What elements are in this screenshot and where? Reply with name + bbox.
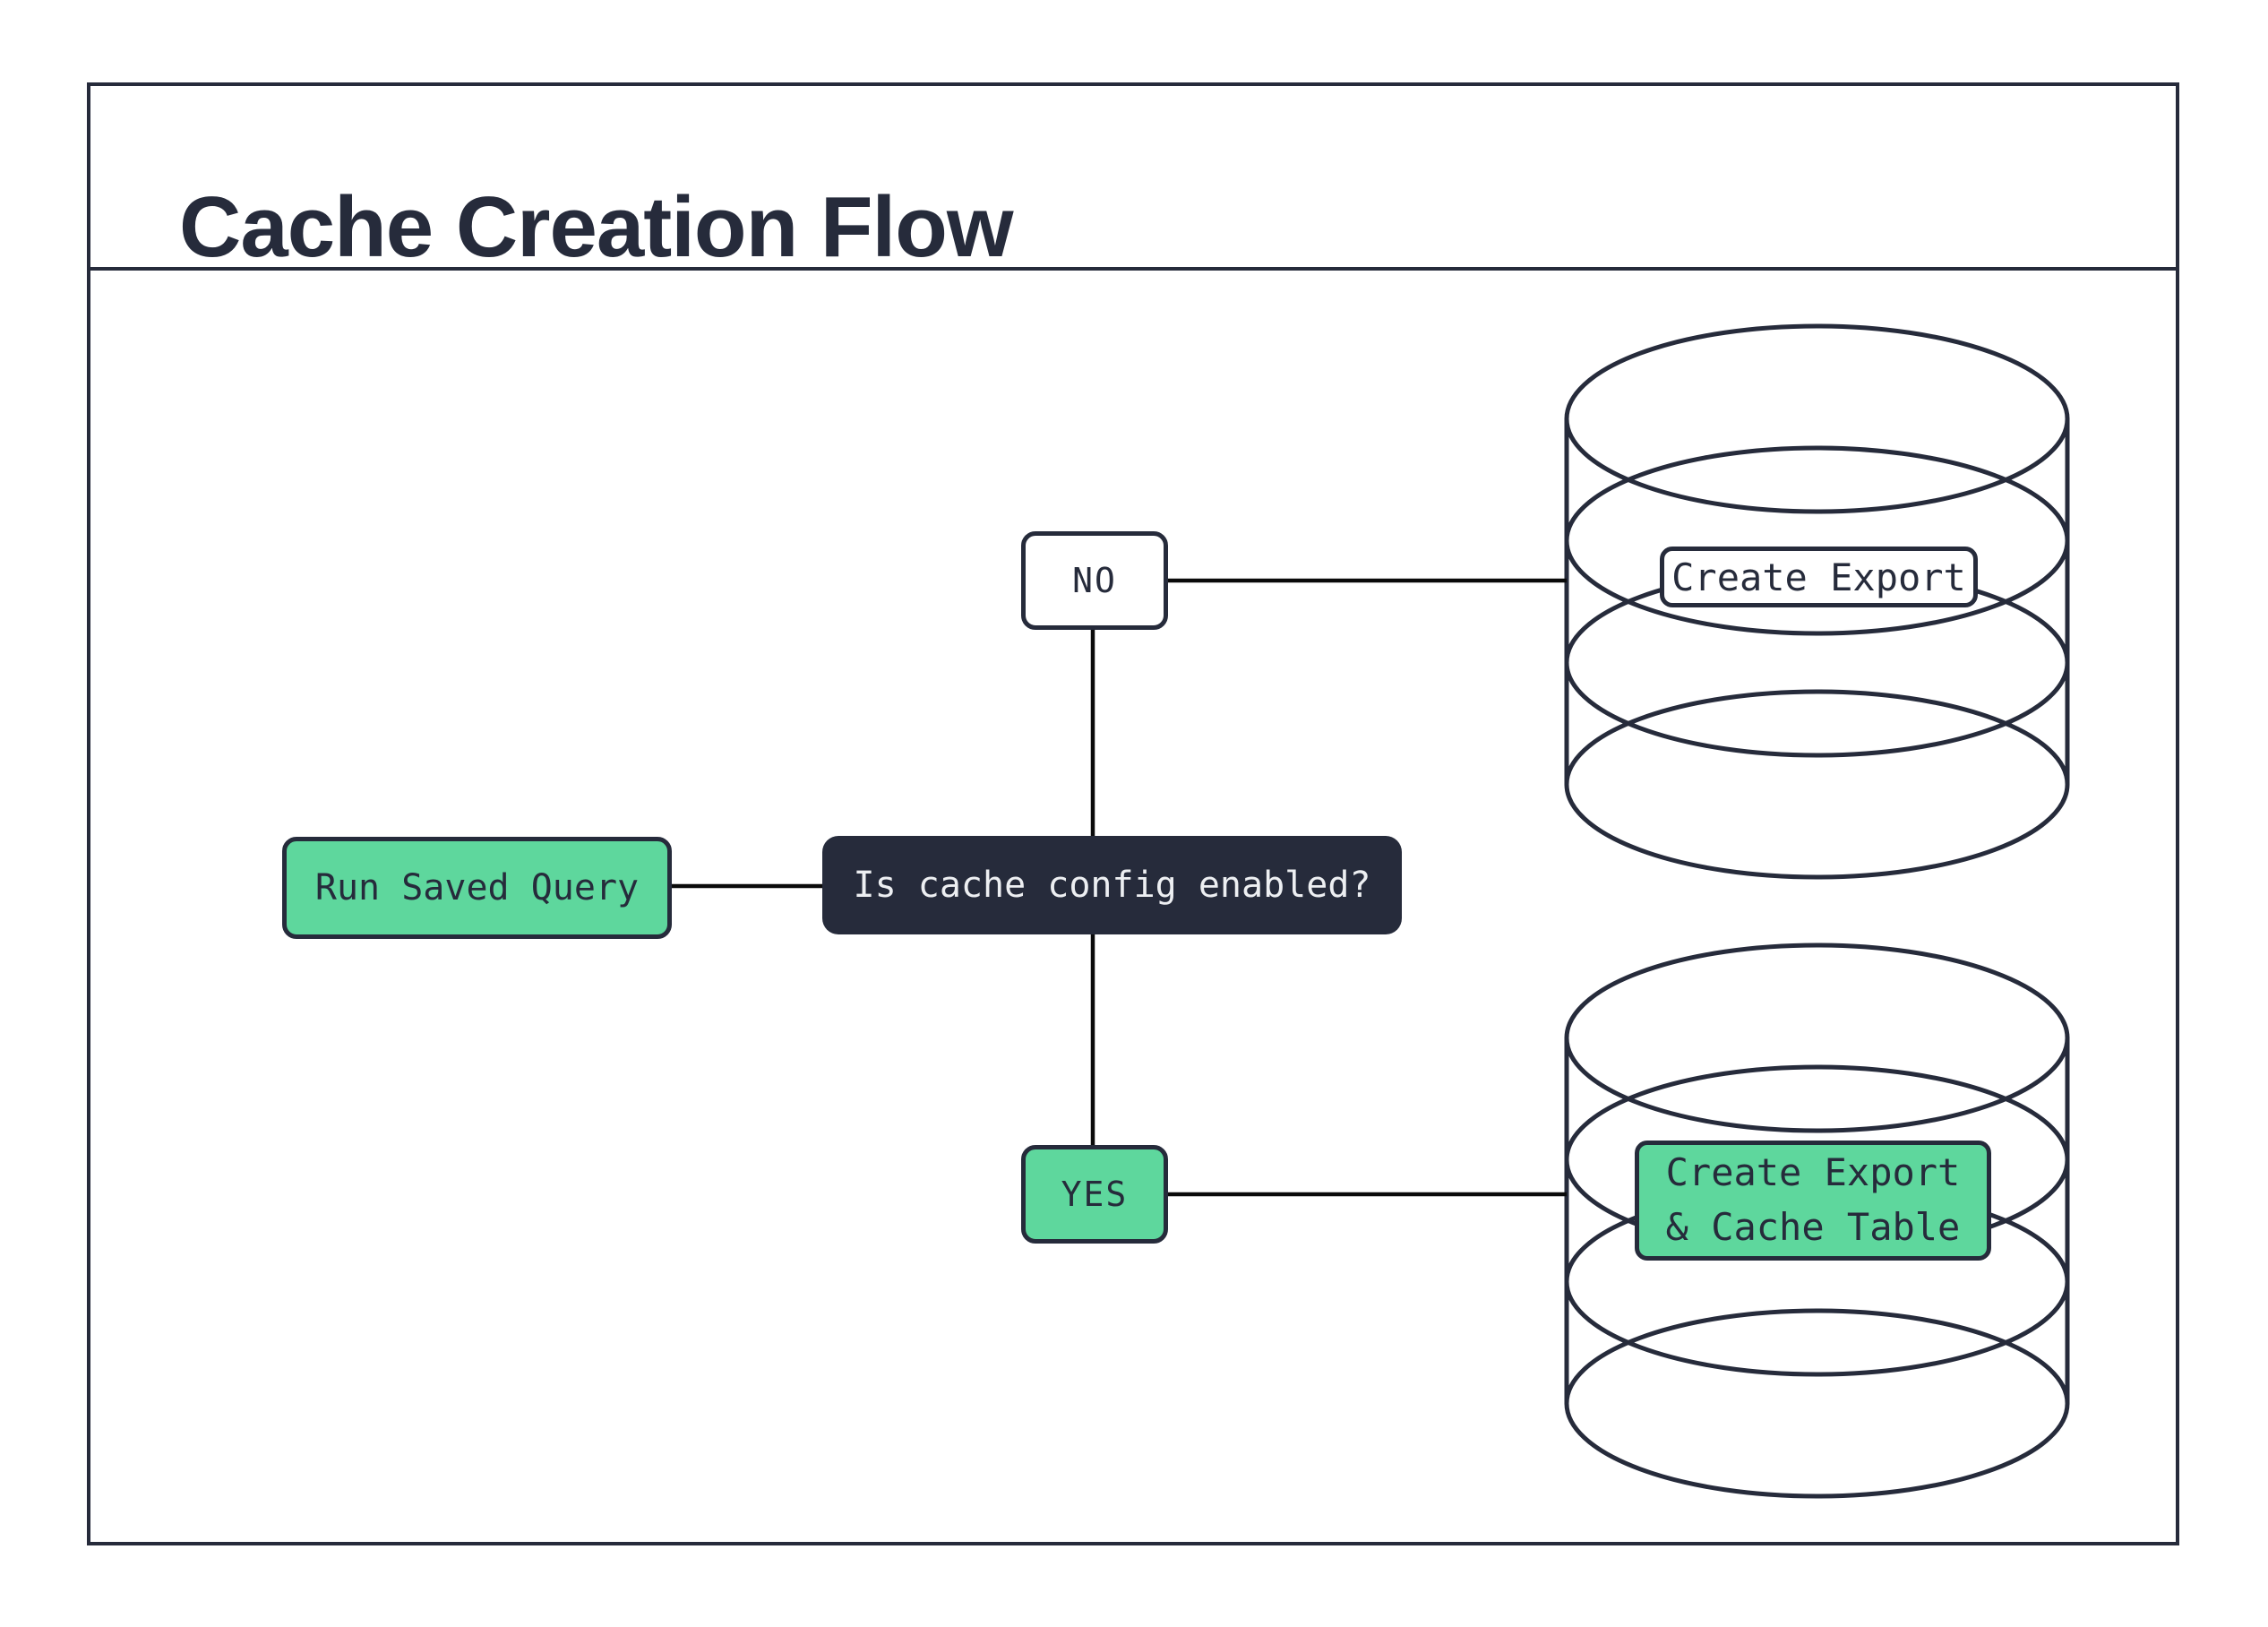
- node-label: Run Saved Query: [314, 867, 640, 908]
- node-label: Is cache config enabled?: [853, 865, 1371, 906]
- node-label: NO: [1072, 561, 1117, 600]
- node-label: Create Export & Cache Table: [1666, 1146, 1961, 1255]
- node-decision-cache-config: Is cache config enabled?: [822, 836, 1402, 934]
- node-run-saved-query: Run Saved Query: [282, 837, 672, 939]
- node-yes-branch: YES: [1021, 1145, 1168, 1244]
- title-divider: [87, 267, 2179, 271]
- cylinder-disc: [1564, 689, 2070, 880]
- cylinder-disc: [1564, 323, 2070, 514]
- node-label: Create Export: [1671, 555, 1966, 599]
- node-label-line-2: & Cache Table: [1665, 1205, 1961, 1249]
- node-label-line-1: Create Export: [1665, 1150, 1961, 1195]
- node-create-export: Create Export: [1660, 547, 1978, 607]
- database-cylinder-bottom: [1564, 943, 2070, 1499]
- cylinder-disc: [1564, 1308, 2070, 1499]
- cylinder-disc: [1564, 943, 2070, 1133]
- page-title: Cache Creation Flow: [179, 179, 1013, 276]
- node-create-export-cache-table: Create Export & Cache Table: [1635, 1141, 1991, 1261]
- node-label: YES: [1061, 1175, 1129, 1214]
- node-no-branch: NO: [1021, 531, 1168, 630]
